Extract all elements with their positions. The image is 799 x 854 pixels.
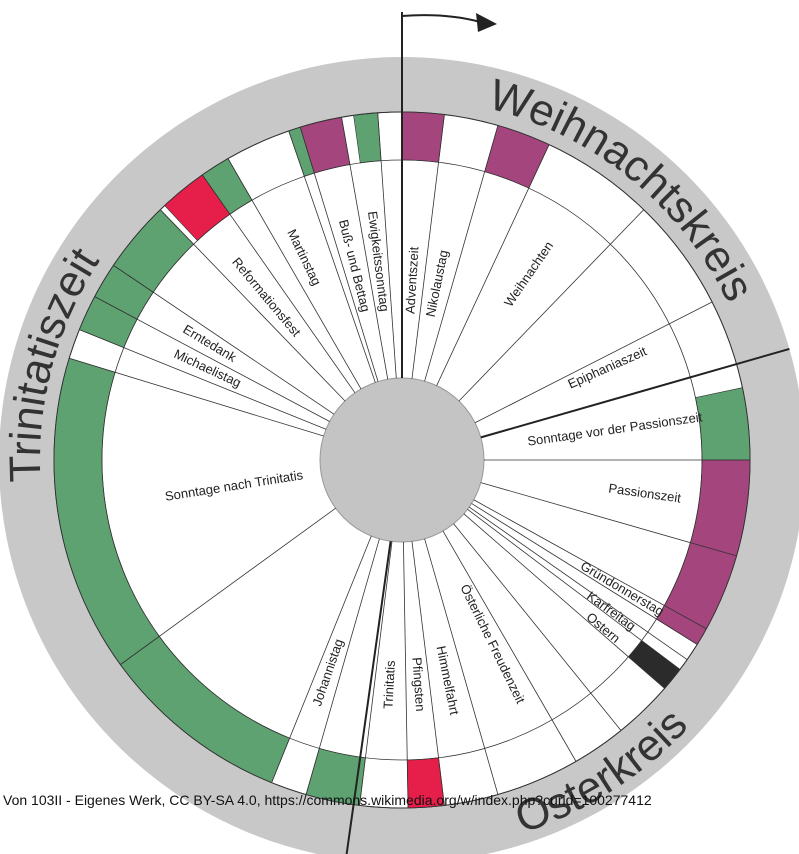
- divider-line-187: [359, 541, 393, 806]
- divider-line-141: [453, 523, 622, 731]
- divider-line-179: [403, 541, 409, 808]
- weihnachtskreis-end-line: [480, 347, 790, 439]
- divider-line-234: [120, 507, 336, 665]
- center-hub: [319, 377, 485, 543]
- divider-line-341: [288, 130, 376, 383]
- divider-lines: [69, 112, 750, 808]
- divider-line-350: [341, 117, 389, 380]
- divider-line-292: [79, 329, 327, 430]
- divider-line-131: [463, 513, 665, 689]
- rotation-arrow-icon: [401, 13, 497, 32]
- divider-line-202: [271, 535, 372, 783]
- divider-line-122: [471, 503, 698, 645]
- divider-line-343: [299, 127, 379, 382]
- arrow-head: [476, 13, 497, 32]
- arrow-curve: [401, 14, 481, 23]
- segment-label-adventszeit: Adventszeit: [402, 246, 421, 314]
- divider-line-325: [202, 174, 356, 394]
- segment-label-trinitatis: Trinitatis: [380, 659, 398, 709]
- segment-label-pfingsten: Pfingsten: [409, 657, 428, 712]
- band-segment-2: [695, 387, 751, 461]
- divider-line-106: [480, 482, 737, 557]
- divider-line-330: [227, 158, 362, 390]
- divider-line-356: [377, 112, 397, 379]
- ring-dividers: [345, 12, 790, 854]
- osterkreis-end-line: [345, 541, 392, 854]
- divider-line-287: [69, 357, 324, 437]
- divider-line-25: [436, 144, 550, 386]
- divider-line-127: [467, 509, 681, 670]
- divider-line-173: [411, 541, 445, 806]
- divider-line-119: [473, 499, 707, 630]
- divider-line-150: [442, 530, 577, 762]
- divider-line-63: [474, 301, 713, 424]
- attribution-credit: Von 103II - Eigenes Werk, CC BY-SA 4.0, …: [3, 792, 652, 808]
- divider-line-304: [113, 265, 335, 415]
- divider-line-316: [159, 209, 346, 402]
- divider-line-125: [468, 506, 688, 660]
- divider-line-196: [305, 538, 380, 795]
- divider-line-298: [94, 296, 330, 422]
- band-segment-0: [401, 111, 445, 163]
- divider-line-16: [424, 125, 499, 382]
- divider-line-7: [411, 114, 445, 379]
- divider-line-164: [424, 538, 499, 795]
- divider-line-44: [458, 209, 645, 402]
